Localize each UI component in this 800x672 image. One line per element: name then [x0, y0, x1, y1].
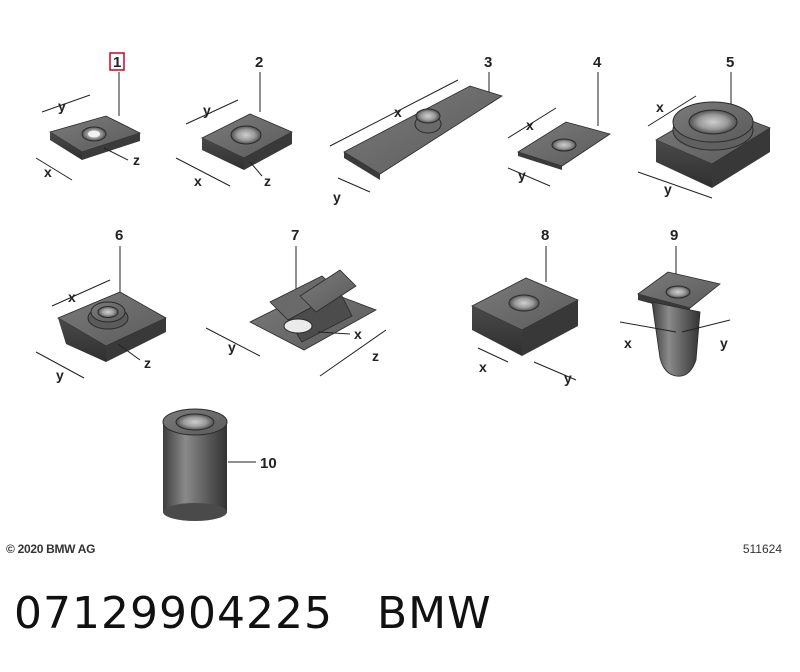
diagram-reference: 511624 [742, 542, 782, 556]
part-9-dim-y: y [720, 335, 728, 351]
part-1-dim-y: y [58, 98, 66, 114]
part-8-dim-x: x [479, 359, 487, 375]
footer: 07129904225 BMW [14, 588, 536, 639]
part-2-number: 2 [255, 54, 263, 71]
part-5-number: 5 [726, 54, 734, 71]
part-2-dim-z: z [264, 173, 271, 189]
part-4[interactable]: 4 x y [507, 54, 611, 187]
part-10[interactable]: 10 [162, 408, 277, 521]
part-1-dim-x: x [44, 164, 52, 180]
part-7[interactable]: 7 y x z [205, 227, 387, 377]
part-8[interactable]: 8 x y [471, 227, 579, 386]
part-10-number: 10 [260, 455, 277, 472]
part-9-dim-x: x [624, 335, 632, 351]
part-5[interactable]: 5 x y [637, 54, 771, 199]
part-5-dim-y: y [664, 181, 672, 197]
part-1[interactable]: 1 y x z [35, 52, 142, 181]
part-9[interactable]: 9 x y [619, 227, 731, 377]
part-4-dim-y: y [518, 167, 526, 183]
part-6-dim-z: z [144, 355, 151, 371]
copyright-text: © 2020 BMW AG [6, 542, 96, 556]
part-6-number: 6 [115, 227, 123, 244]
footer-brand: BMW [376, 588, 492, 639]
part-2-dim-x: x [194, 173, 202, 189]
part-1-number: 1 [113, 54, 121, 71]
part-1-dim-z: z [133, 152, 140, 168]
part-1-highlight-box [109, 52, 125, 71]
part-7-number: 7 [291, 227, 299, 244]
part-7-dim-y: y [228, 339, 236, 355]
part-3[interactable]: 3 x y [329, 54, 503, 205]
part-3-dim-x: x [394, 104, 402, 120]
part-6-dim-x: x [68, 289, 76, 305]
part-9-number: 9 [670, 227, 678, 244]
part-7-dim-z: z [372, 348, 379, 364]
part-6[interactable]: 6 x y z [35, 227, 167, 383]
part-5-dim-x: x [656, 99, 664, 115]
part-7-dim-x: x [354, 326, 362, 342]
part-6-dim-y: y [56, 367, 64, 383]
part-2[interactable]: 2 y x z [175, 54, 293, 189]
part-8-dim-y: y [564, 370, 572, 386]
part-4-number: 4 [593, 54, 602, 71]
part-8-number: 8 [541, 227, 549, 244]
part-2-dim-y: y [203, 102, 211, 118]
part-3-dim-y: y [333, 189, 341, 205]
part-3-number: 3 [484, 54, 492, 71]
part-4-dim-x: x [526, 117, 534, 133]
footer-part-number: 07129904225 [14, 588, 333, 639]
